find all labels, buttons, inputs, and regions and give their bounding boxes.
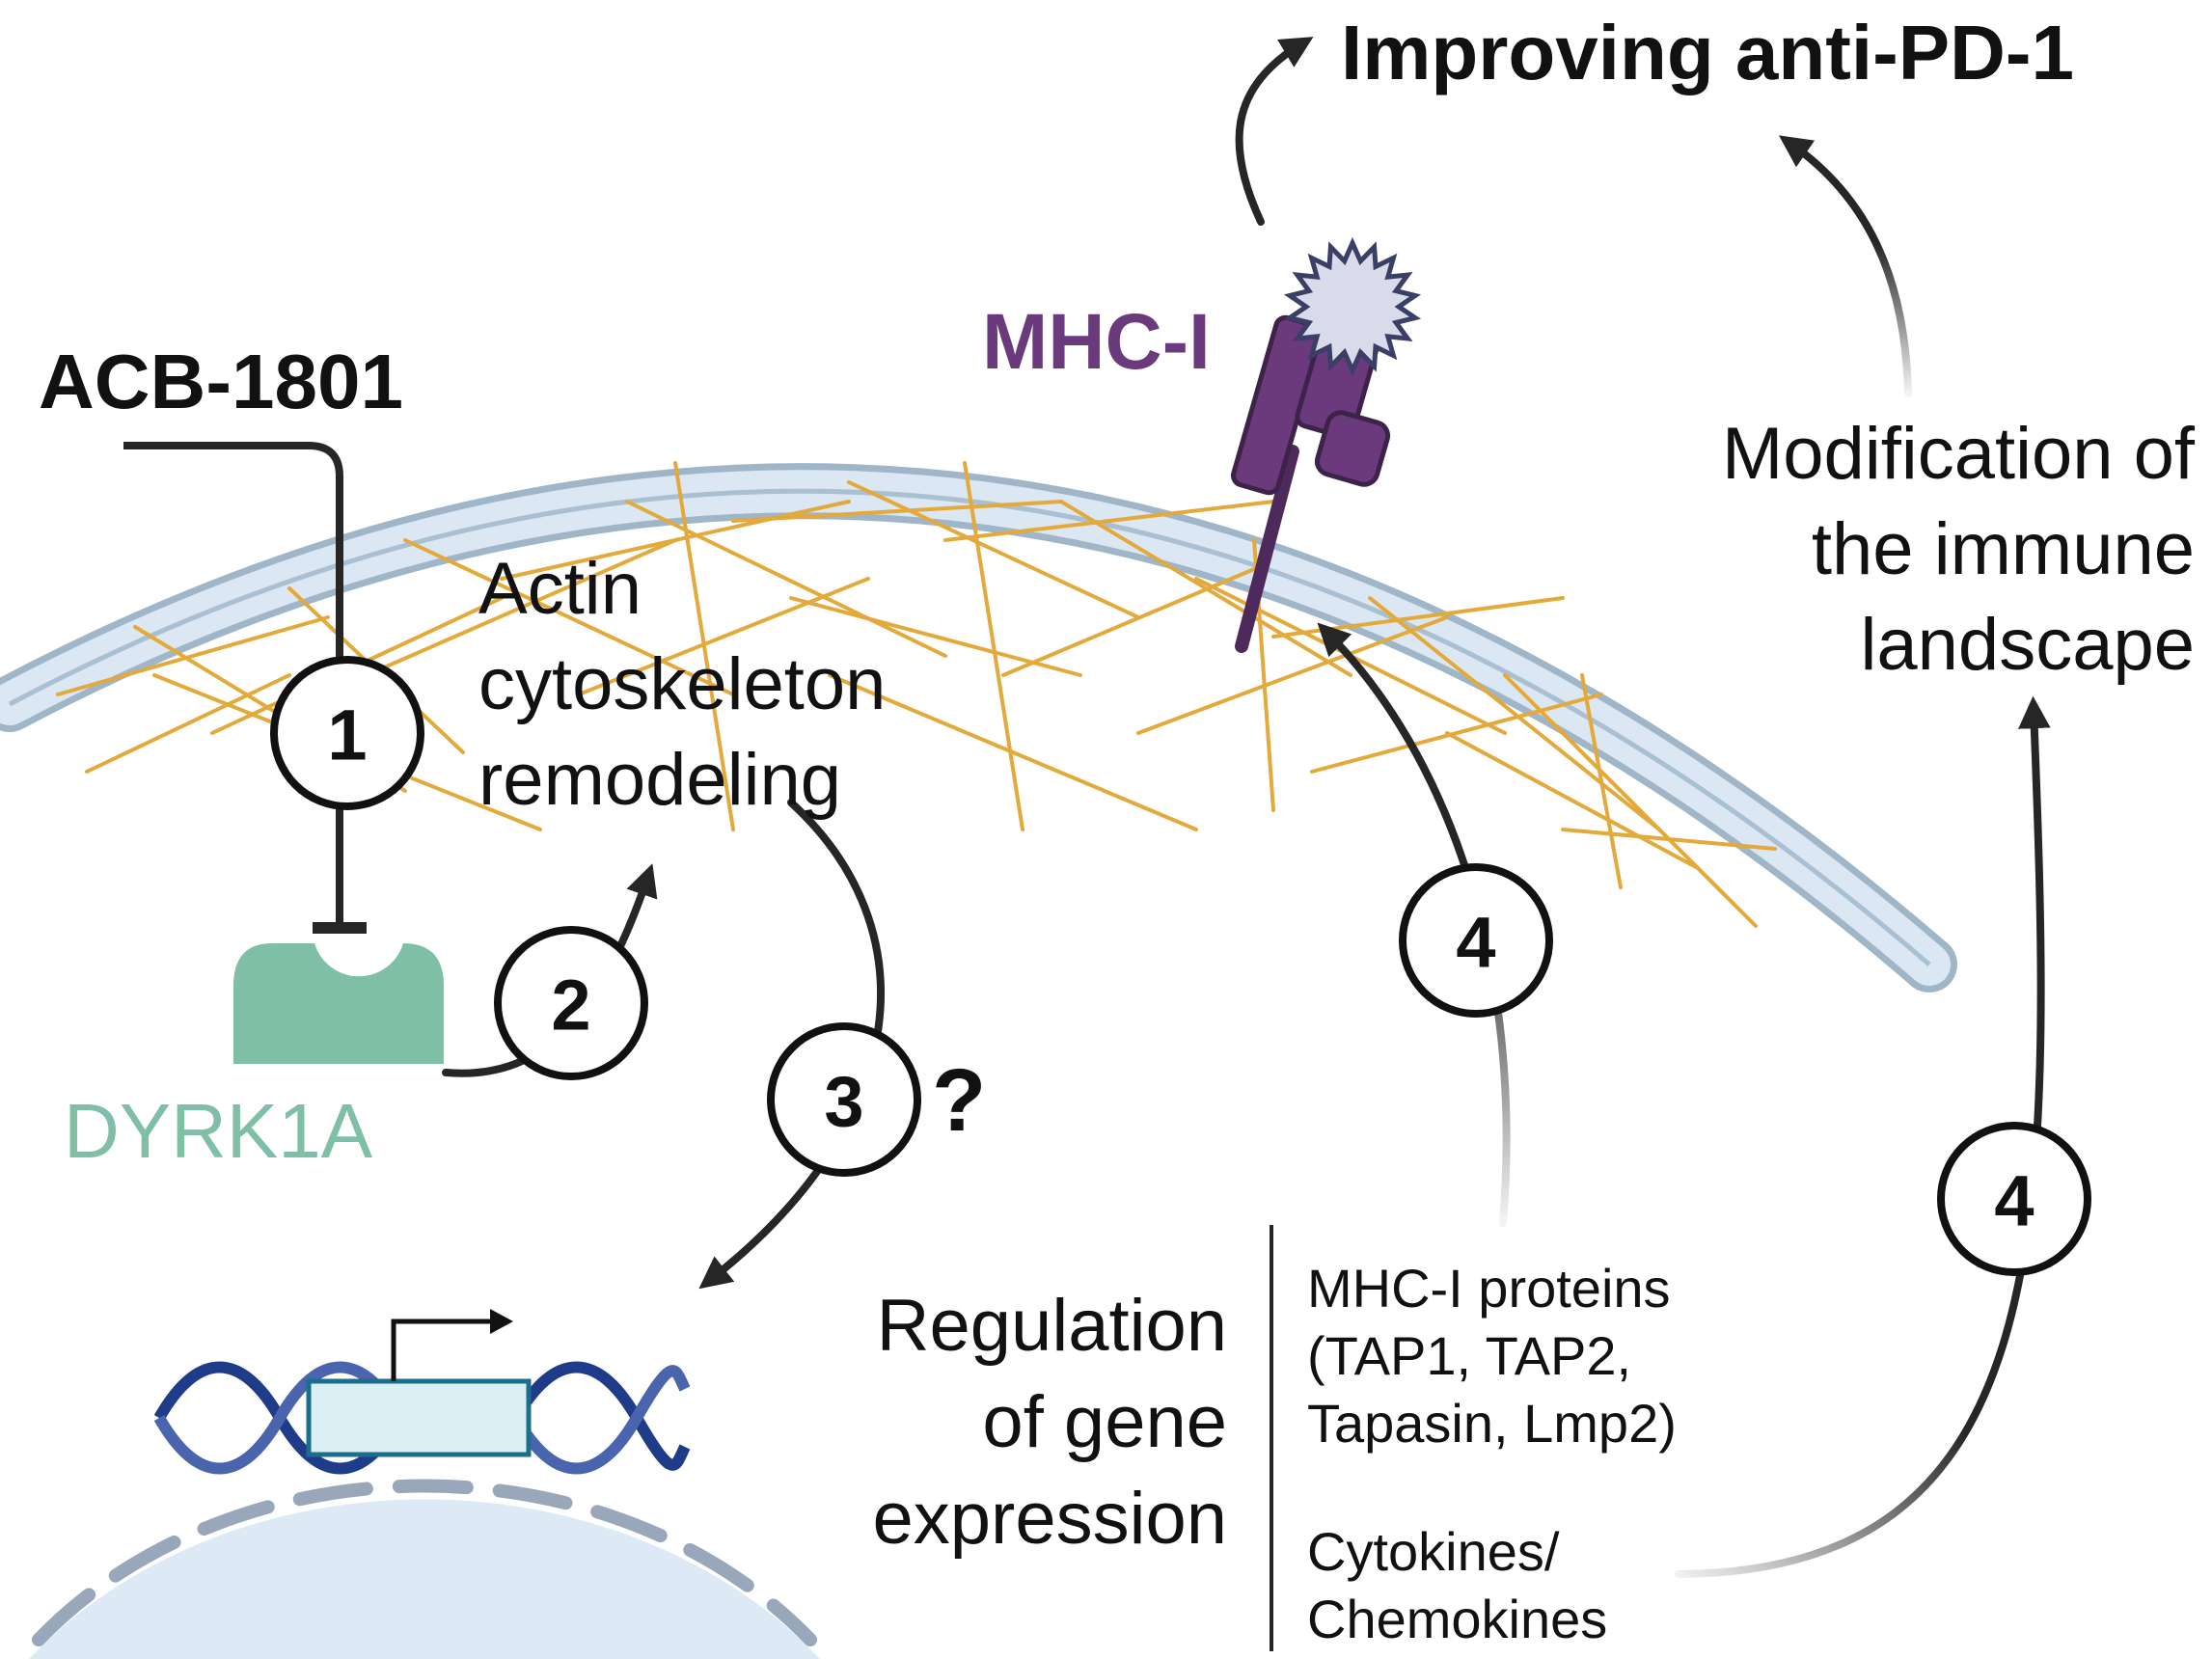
question-mark: ? xyxy=(932,1051,986,1150)
regulation-label-line-1: Regulation xyxy=(877,1285,1227,1367)
actin-label-line-1: Actin xyxy=(478,548,642,630)
step-3-badge: 3 xyxy=(767,1022,921,1177)
actin-label-line-2: cytoskeleton xyxy=(478,643,886,725)
inhibition-connector xyxy=(123,442,367,934)
modification-label-line-3: landscape xyxy=(1861,604,2196,686)
arrow-mhc-to-pd1 xyxy=(1235,37,1314,226)
peptide-icon xyxy=(1283,236,1422,377)
svg-text:4: 4 xyxy=(1994,1161,2034,1241)
svg-text:2: 2 xyxy=(551,965,590,1046)
dyrk1a-label: DYRK1A xyxy=(64,1088,373,1174)
nucleus xyxy=(29,1479,820,1659)
svg-text:1: 1 xyxy=(327,695,367,775)
arrow-step-4-immune xyxy=(1675,695,2051,1578)
actin-label-line-3: remodeling xyxy=(478,739,841,821)
cytokines-line-2: Chemokines xyxy=(1307,1589,1607,1649)
svg-text:3: 3 xyxy=(824,1062,863,1142)
cytokines-line-1: Cytokines/ xyxy=(1307,1521,1560,1582)
modification-label-line-2: the immune xyxy=(1812,508,2195,590)
regulation-label-line-2: of gene xyxy=(982,1381,1227,1463)
mhc-proteins-line-3: Tapasin, Lmp2) xyxy=(1307,1393,1677,1454)
mhc-proteins-line-1: MHC-I proteins xyxy=(1307,1258,1671,1319)
svg-text:4: 4 xyxy=(1456,903,1495,983)
drug-label: ACB-1801 xyxy=(39,339,403,424)
step-2-badge: 2 xyxy=(494,926,648,1080)
mhc-i-complex-icon xyxy=(1230,236,1422,653)
step-4-badge-mhc: 4 xyxy=(1399,863,1553,1018)
regulation-label-line-3: expression xyxy=(872,1478,1227,1560)
title-label: Improving anti-PD-1 xyxy=(1341,10,2074,95)
mhc-proteins-line-2: (TAP1, TAP2, xyxy=(1307,1325,1631,1386)
arrow-immune-to-pd1 xyxy=(1778,135,1912,397)
step-4-badge-immune: 4 xyxy=(1937,1122,2091,1276)
dna-gene-icon xyxy=(153,1309,691,1475)
mhc-label: MHC-I xyxy=(982,298,1211,386)
modification-label-line-1: Modification of xyxy=(1722,413,2196,495)
actin-filaments xyxy=(56,461,1777,928)
dyrk1a-protein-icon xyxy=(233,943,444,1064)
step-1-badge: 1 xyxy=(270,656,424,810)
arrow-step-3 xyxy=(698,799,885,1290)
